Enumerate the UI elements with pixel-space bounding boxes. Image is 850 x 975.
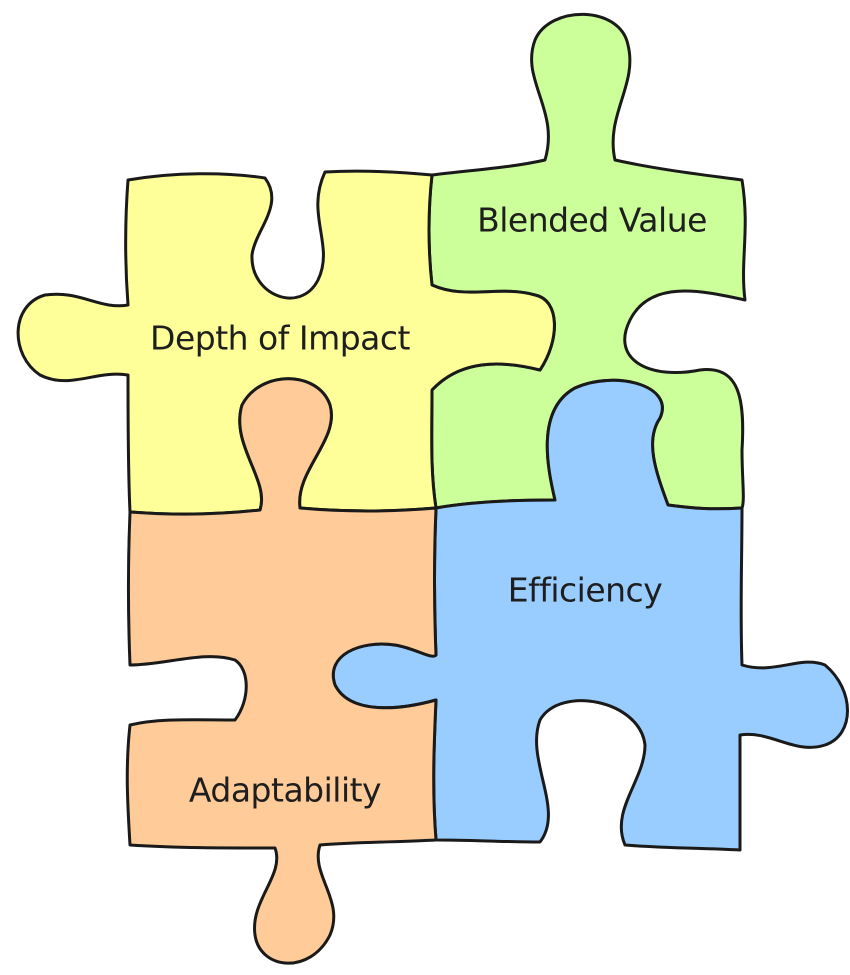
blended-value-label: Blended Value <box>477 201 707 240</box>
depth-of-impact-label: Depth of Impact <box>150 319 410 358</box>
puzzle-piece-adaptability: Adaptability <box>125 377 438 965</box>
puzzle-piece-depth-of-impact: Depth of Impact <box>16 169 556 516</box>
adaptability-label: Adaptability <box>189 771 381 810</box>
efficiency-label: Efficiency <box>508 571 662 610</box>
puzzle-piece-blended-value: Blended Value <box>427 12 747 511</box>
adaptability-shape <box>125 377 438 965</box>
